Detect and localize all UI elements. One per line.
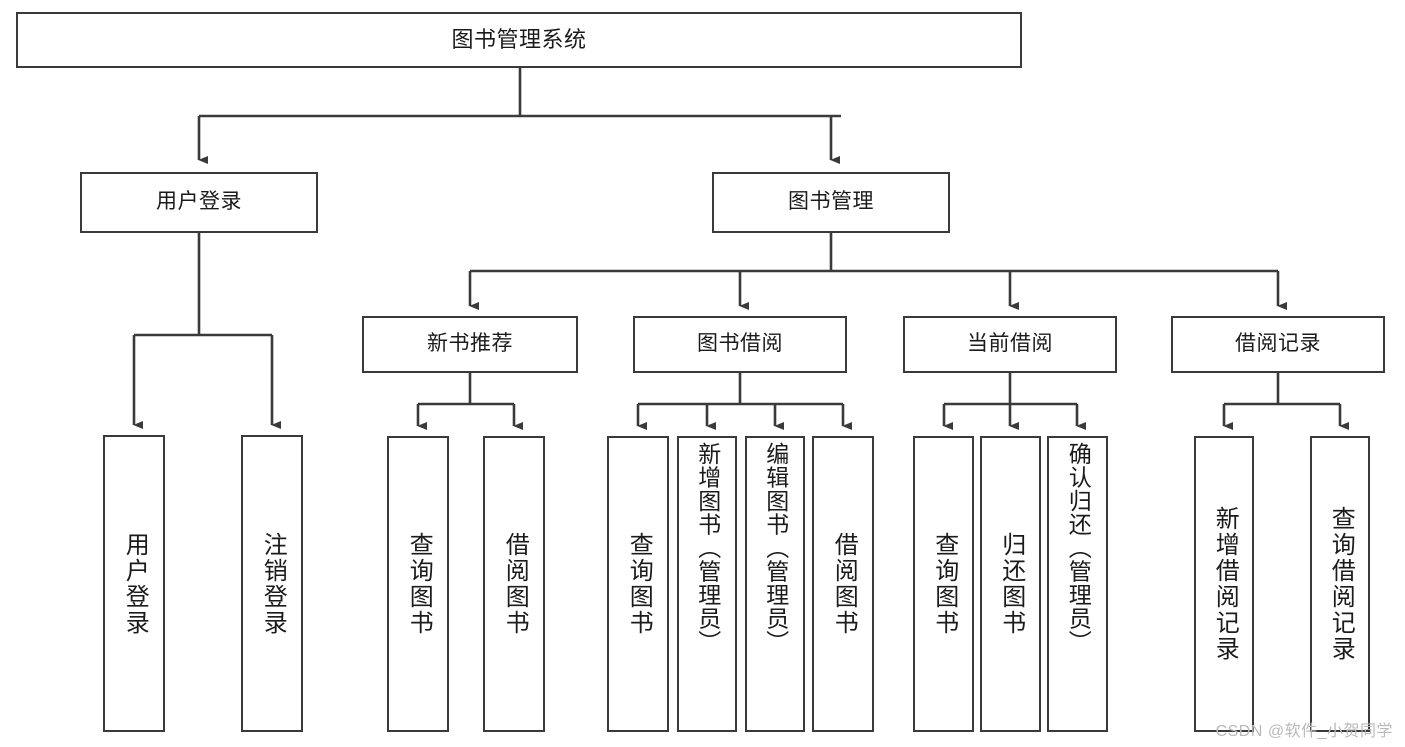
- leaf-edit-book-admin[interactable]: 编辑图书（管理员）: [745, 436, 805, 732]
- node-label: 查询图书: [405, 532, 433, 636]
- leaf-confirm-return-admin[interactable]: 确认归还（管理员）: [1047, 436, 1108, 732]
- node-new-book-recommendation[interactable]: 新书推荐: [362, 316, 578, 373]
- leaf-logout[interactable]: 注销登录: [241, 435, 303, 732]
- leaf-query-borrow-record[interactable]: 查询借阅记录: [1310, 436, 1370, 732]
- node-label: 用户登录: [156, 190, 242, 214]
- node-book-management[interactable]: 图书管理: [712, 172, 950, 233]
- node-label: 注销登录: [259, 531, 287, 636]
- node-user-login[interactable]: 用户登录: [80, 172, 318, 233]
- node-library-management-system[interactable]: 图书管理系统: [16, 12, 1022, 68]
- leaf-borrow-books-new-recommend[interactable]: 借阅图书: [483, 436, 545, 732]
- node-label: 借阅图书: [501, 532, 529, 636]
- node-book-borrowing[interactable]: 图书借阅: [633, 316, 847, 373]
- node-borrowing-record[interactable]: 借阅记录: [1171, 316, 1385, 373]
- csdn-watermark: CSDN @软件_小贺同学: [1215, 723, 1393, 740]
- node-label: 查询图书: [930, 532, 958, 636]
- leaf-return-books[interactable]: 归还图书: [980, 436, 1041, 732]
- node-label: 新增借阅记录: [1211, 506, 1239, 662]
- node-label: 图书借阅: [697, 332, 783, 356]
- leaf-query-books-borrow[interactable]: 查询图书: [607, 436, 669, 732]
- node-label: 用户登录: [121, 531, 149, 636]
- node-current-borrowing[interactable]: 当前借阅: [903, 316, 1117, 373]
- node-label: 图书管理: [788, 190, 874, 214]
- leaf-user-login[interactable]: 用户登录: [103, 435, 165, 732]
- leaf-add-borrow-record[interactable]: 新增借阅记录: [1194, 436, 1254, 732]
- node-label: 新增图书（管理员）: [694, 442, 721, 654]
- node-label: 查询图书: [625, 532, 653, 636]
- node-label: 图书管理系统: [451, 27, 587, 53]
- node-label: 借阅记录: [1235, 332, 1321, 356]
- leaf-query-books-new-recommend[interactable]: 查询图书: [387, 436, 449, 732]
- node-label: 当前借阅: [967, 332, 1053, 356]
- leaf-borrow-books[interactable]: 借阅图书: [812, 436, 874, 732]
- node-label: 借阅图书: [830, 532, 858, 636]
- node-label: 确认归还（管理员）: [1065, 442, 1092, 654]
- node-label: 新书推荐: [427, 332, 513, 356]
- leaf-query-books-current[interactable]: 查询图书: [913, 436, 974, 732]
- node-label: 查询借阅记录: [1327, 506, 1355, 662]
- node-label: 编辑图书（管理员）: [762, 442, 789, 654]
- node-label: 归还图书: [997, 532, 1025, 636]
- leaf-add-book-admin[interactable]: 新增图书（管理员）: [677, 436, 737, 732]
